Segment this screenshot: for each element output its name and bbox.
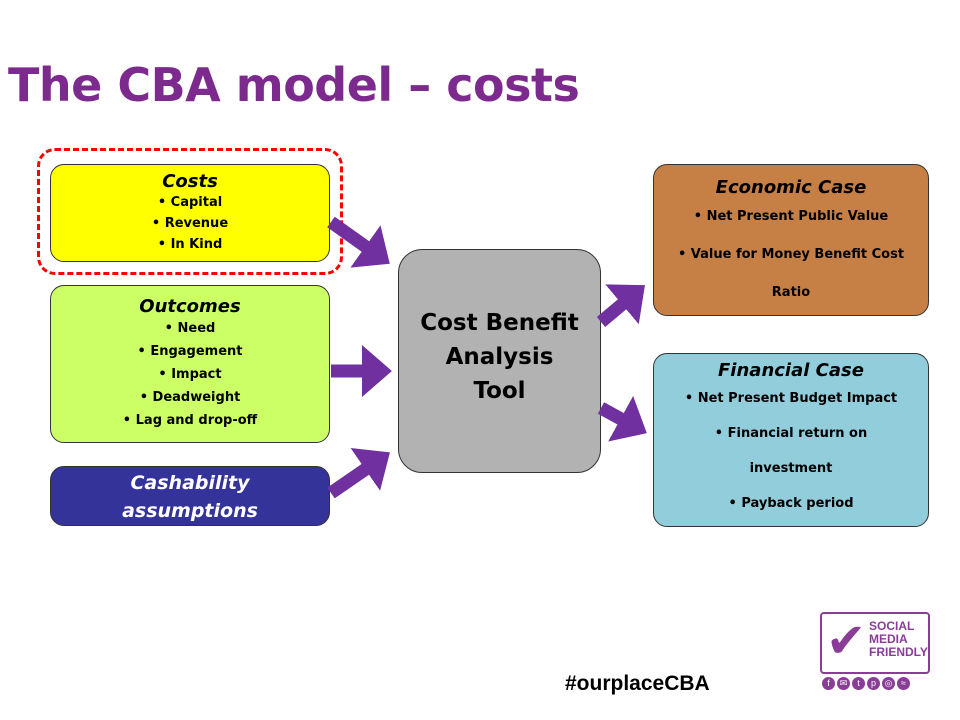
badge-line2: MEDIA xyxy=(869,632,908,646)
financial-case-item: Payback period xyxy=(654,486,928,521)
costs-heading: Costs xyxy=(162,171,218,192)
costs-item: In Kind xyxy=(51,234,329,255)
outcomes-item: Engagement xyxy=(51,340,329,363)
arrow-tool-to-economic xyxy=(596,284,645,327)
outcomes-item: Need xyxy=(51,317,329,340)
financial-case-item: Financial return on xyxy=(654,416,928,451)
financial-case-item-continued: investment xyxy=(749,461,833,476)
costs-item: Capital xyxy=(51,192,329,213)
highlight-dashed-border xyxy=(37,148,343,275)
economic-case-heading: Economic Case xyxy=(715,177,867,198)
rss-icon: ≈ xyxy=(897,677,910,690)
facebook-icon: f xyxy=(822,677,835,690)
financial-case-item: Net Present Budget Impact xyxy=(654,381,928,416)
outcomes-item: Impact xyxy=(51,363,329,386)
pinterest-icon: p xyxy=(867,677,880,690)
social-media-friendly-badge: ✔ SOCIAL MEDIA FRIENDLY xyxy=(820,612,930,674)
arrow-cashability-to-tool xyxy=(327,447,390,499)
email-icon: ✉ xyxy=(837,677,850,690)
economic-case-box: Economic Case Net Present Public Value V… xyxy=(653,164,929,316)
outcomes-box: Outcomes Need Engagement Impact Deadweig… xyxy=(50,285,330,443)
badge-line1: SOCIAL xyxy=(869,619,915,633)
hashtag: #ourplaceCBA xyxy=(565,672,710,695)
economic-case-item-continued: Ratio xyxy=(771,285,811,300)
cashability-box: Cashability assumptions xyxy=(50,466,330,526)
social-icons: f ✉ t p ◎ ≈ xyxy=(822,677,910,690)
cba-tool-line2: Analysis xyxy=(445,344,554,370)
cba-tool-line1: Cost Benefit xyxy=(420,310,579,336)
financial-case-heading: Financial Case xyxy=(718,360,864,381)
outcomes-heading: Outcomes xyxy=(139,296,241,317)
arrow-costs-to-tool xyxy=(327,216,390,268)
check-icon: ✔ xyxy=(826,615,867,668)
badge-line3: FRIENDLY xyxy=(869,645,928,659)
cashability-heading-line2: assumptions xyxy=(122,500,258,522)
economic-case-item: Net Present Public Value xyxy=(654,198,928,236)
arrow-tool-to-financial xyxy=(597,395,647,442)
twitter-icon: t xyxy=(852,677,865,690)
instagram-icon: ◎ xyxy=(882,677,895,690)
costs-item: Revenue xyxy=(51,213,329,234)
economic-case-item: Value for Money Benefit Cost xyxy=(654,236,928,274)
page-title: The CBA model – costs xyxy=(8,58,580,112)
cba-tool-line3: Tool xyxy=(473,378,526,404)
outcomes-item: Lag and drop-off xyxy=(51,409,329,432)
cba-tool-box: Cost Benefit Analysis Tool xyxy=(398,249,601,473)
financial-case-box: Financial Case Net Present Budget Impact… xyxy=(653,353,929,527)
outcomes-item: Deadweight xyxy=(51,386,329,409)
costs-box: Costs Capital Revenue In Kind xyxy=(50,164,330,262)
cashability-heading-line1: Cashability xyxy=(130,472,250,494)
